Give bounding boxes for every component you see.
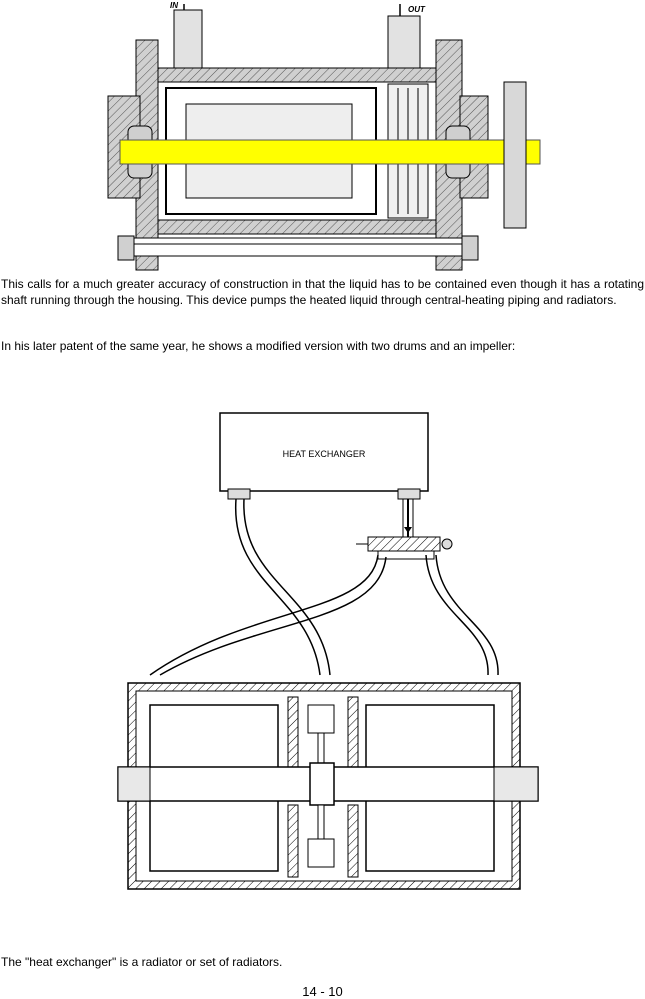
housing-diagram: IN OUT <box>107 1 541 271</box>
paragraph-1: This calls for a much greater accuracy o… <box>1 277 644 307</box>
in-label: IN <box>170 1 178 10</box>
paragraph-2: In his later patent of the same year, he… <box>1 339 516 353</box>
heat-exchanger-label: HEAT EXCHANGER <box>283 449 366 459</box>
out-label: OUT <box>408 5 426 14</box>
two-drum-diagram: HEAT EXCHANGER <box>117 412 539 890</box>
caption: The "heat exchanger" is a radiator or se… <box>1 955 283 969</box>
page-number: 14 - 10 <box>302 984 343 999</box>
rotating-shaft <box>119 139 541 165</box>
heat-exchanger-box <box>219 412 429 492</box>
